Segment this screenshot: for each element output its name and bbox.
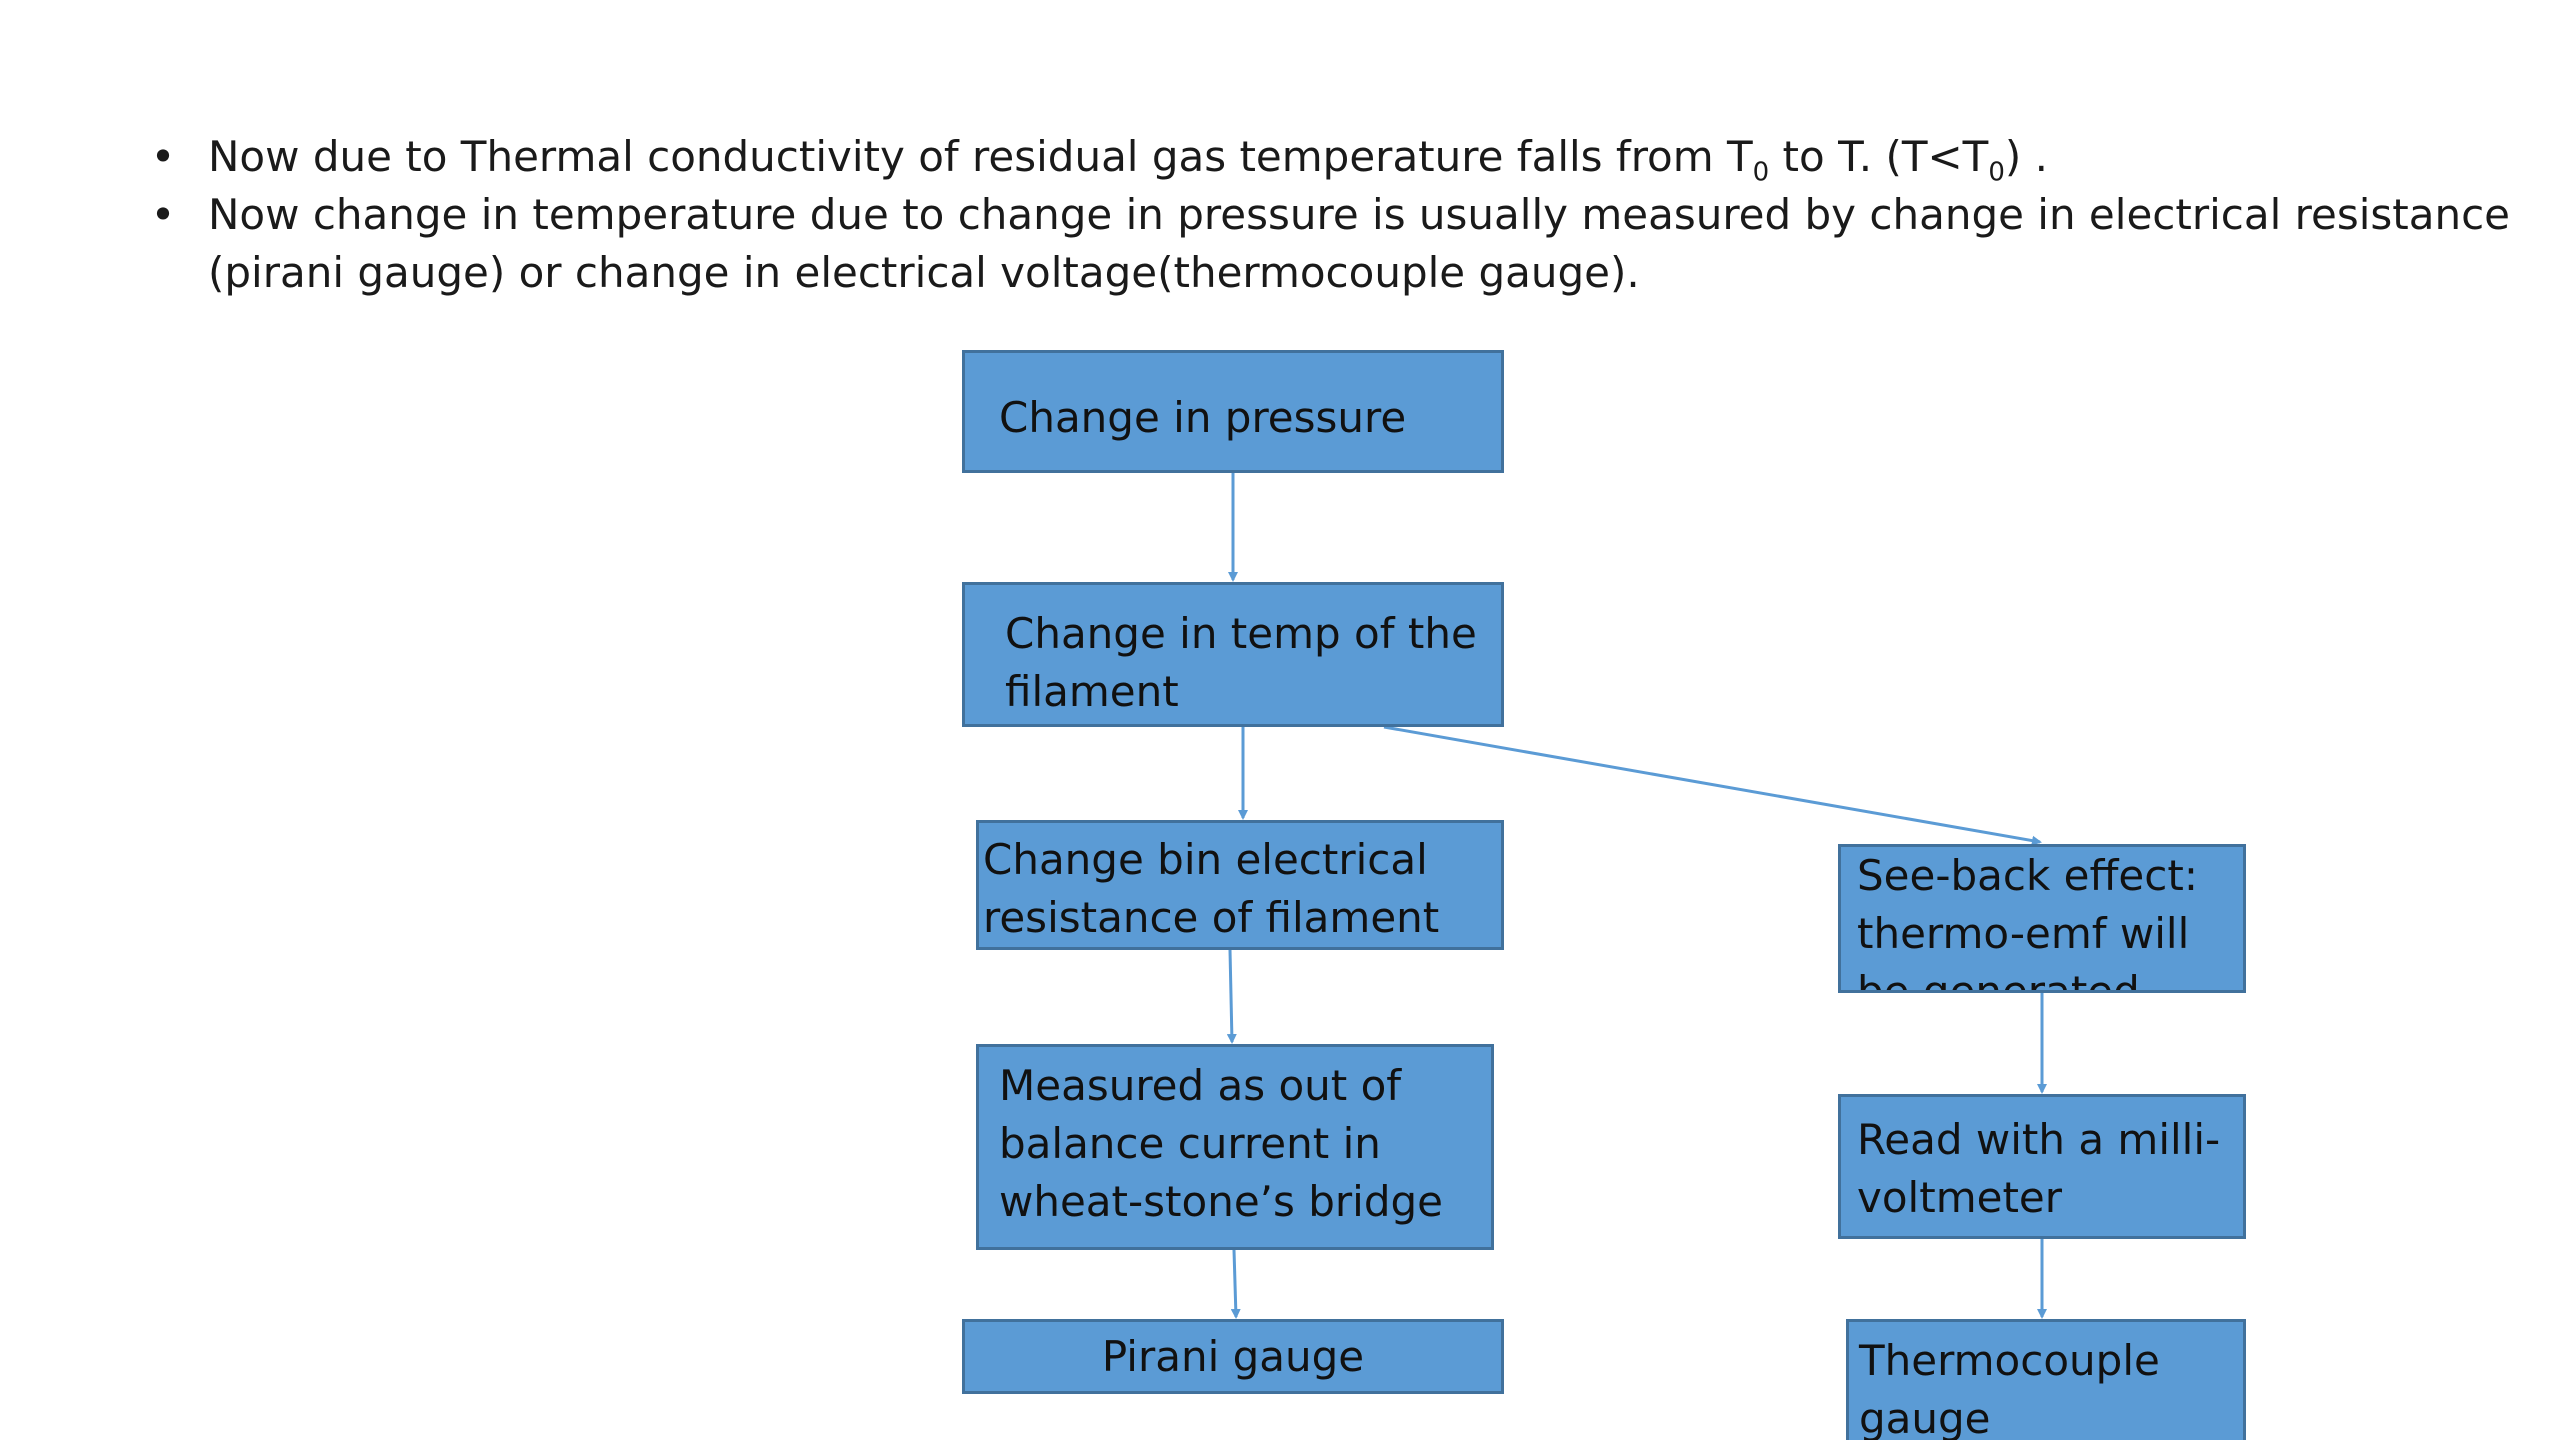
box-label: Change in temp of the filament	[1005, 609, 1477, 716]
bullet-text: Now change in temperature due to change …	[208, 190, 2511, 297]
box-change-in-temp: Change in temp of the filament	[962, 582, 1504, 727]
box-label: See-back effect: thermo-emf will be gene…	[1857, 851, 2198, 993]
box-change-in-pressure: Change in pressure	[962, 350, 1504, 473]
box-thermocouple-gauge: Thermocouple gauge	[1846, 1319, 2246, 1440]
bullet-item: • Now due to Thermal conductivity of res…	[148, 128, 2528, 186]
box-read-millivoltmeter: Read with a milli-voltmeter	[1838, 1094, 2246, 1239]
box-seeback-effect: See-back effect: thermo-emf will be gene…	[1838, 844, 2246, 993]
box-measured: Measured as out of balance current in wh…	[976, 1044, 1494, 1250]
arrow-temp-to-seeback	[1383, 725, 2042, 846]
arrow-resistance-to-measured	[1226, 949, 1237, 1044]
bullet-text-part: to T. (T<T	[1769, 132, 1989, 181]
bullet-item: • Now change in temperature due to chang…	[148, 186, 2528, 302]
box-label: Change bin electrical resistance of fila…	[983, 835, 1440, 942]
box-pirani-gauge: Pirani gauge	[962, 1319, 1504, 1394]
bullet-list: • Now due to Thermal conductivity of res…	[148, 128, 2528, 302]
bullet-dot: •	[150, 132, 176, 181]
box-label: Change in pressure	[999, 393, 1407, 442]
arrow-measured-to-pirani	[1230, 1249, 1241, 1319]
box-label: Pirani gauge	[1101, 1332, 1365, 1381]
box-label: Measured as out of balance current in wh…	[999, 1061, 1444, 1226]
bullet-dot: •	[150, 190, 176, 239]
bullet-text-part: ) .	[2004, 132, 2048, 181]
box-change-resistance: Change bin electrical resistance of fila…	[976, 820, 1504, 950]
box-label: Read with a milli-voltmeter	[1857, 1115, 2221, 1222]
subscript: 0	[1752, 157, 1770, 188]
bullet-text-part: Now due to Thermal conductivity of resid…	[208, 132, 1753, 181]
subscript: 0	[1988, 157, 2005, 188]
box-label: Thermocouple gauge	[1859, 1336, 2160, 1440]
